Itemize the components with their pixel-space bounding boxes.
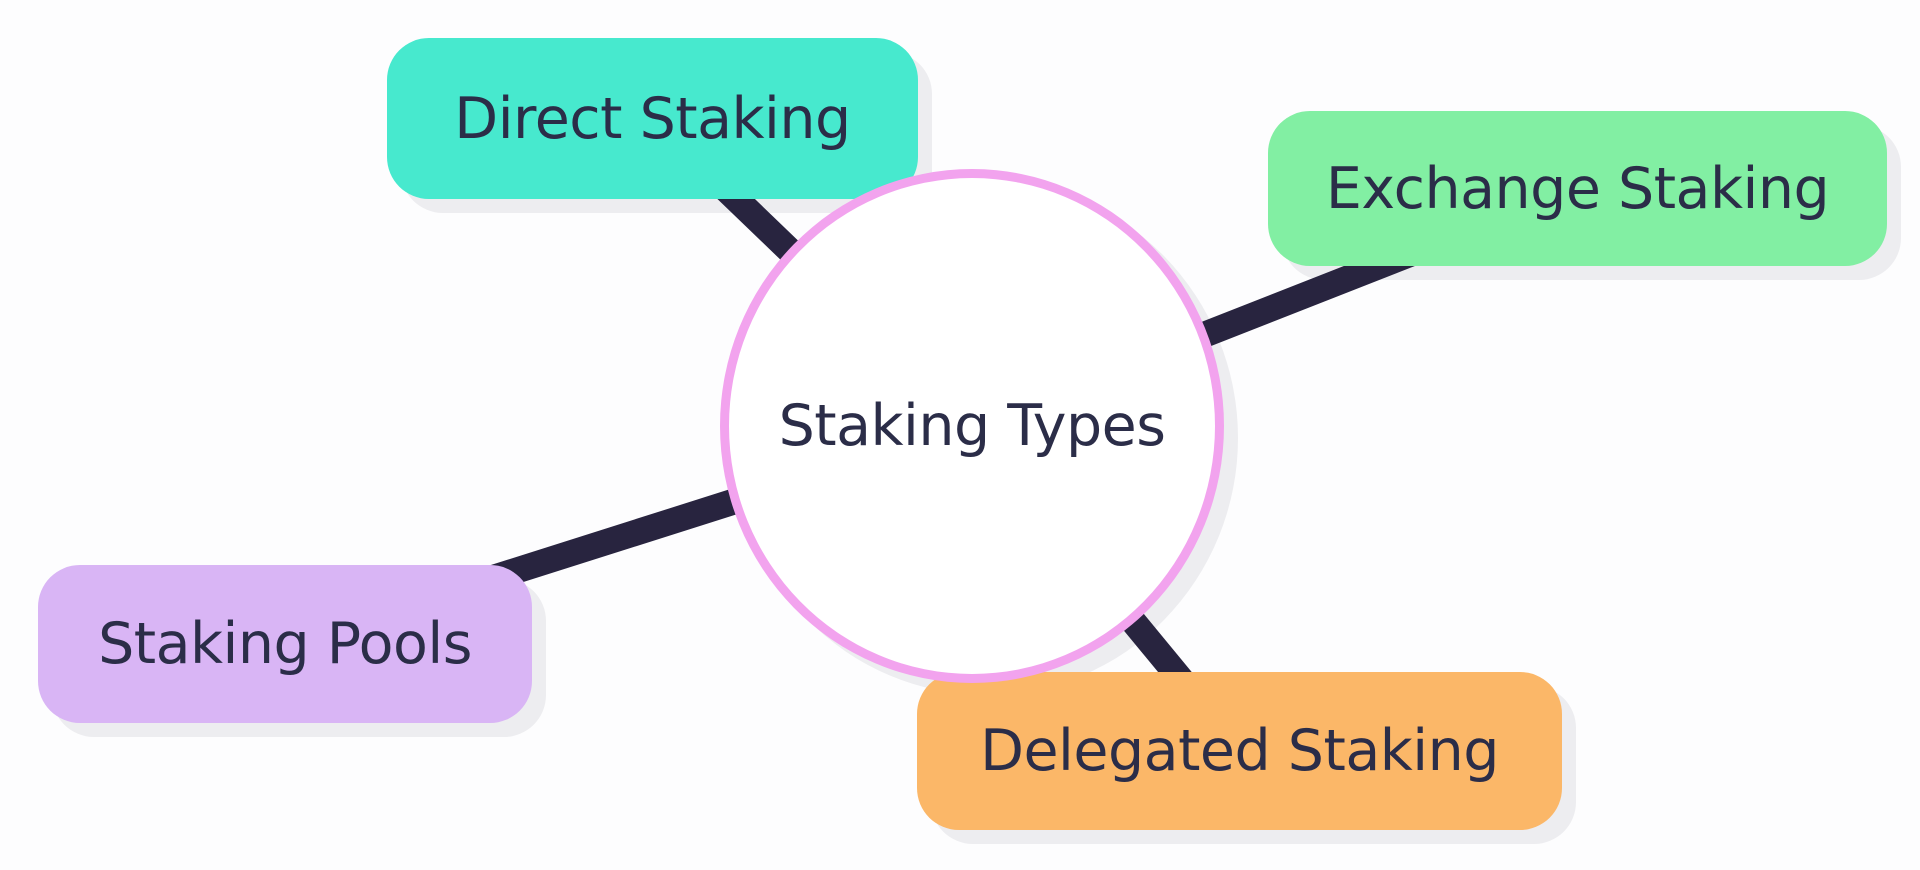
node-staking-pools-label: Staking Pools [98,611,472,677]
node-delegated-staking-label: Delegated Staking [980,718,1499,784]
hub-circle-staking-types[interactable]: Staking Types [720,169,1224,683]
node-exchange-staking[interactable]: Exchange Staking [1268,111,1887,266]
hub-label: Staking Types [778,393,1166,459]
node-staking-pools[interactable]: Staking Pools [38,565,532,723]
node-direct-staking[interactable]: Direct Staking [387,38,918,199]
node-direct-staking-label: Direct Staking [454,85,851,152]
node-delegated-staking[interactable]: Delegated Staking [917,672,1562,830]
node-exchange-staking-label: Exchange Staking [1325,155,1830,222]
